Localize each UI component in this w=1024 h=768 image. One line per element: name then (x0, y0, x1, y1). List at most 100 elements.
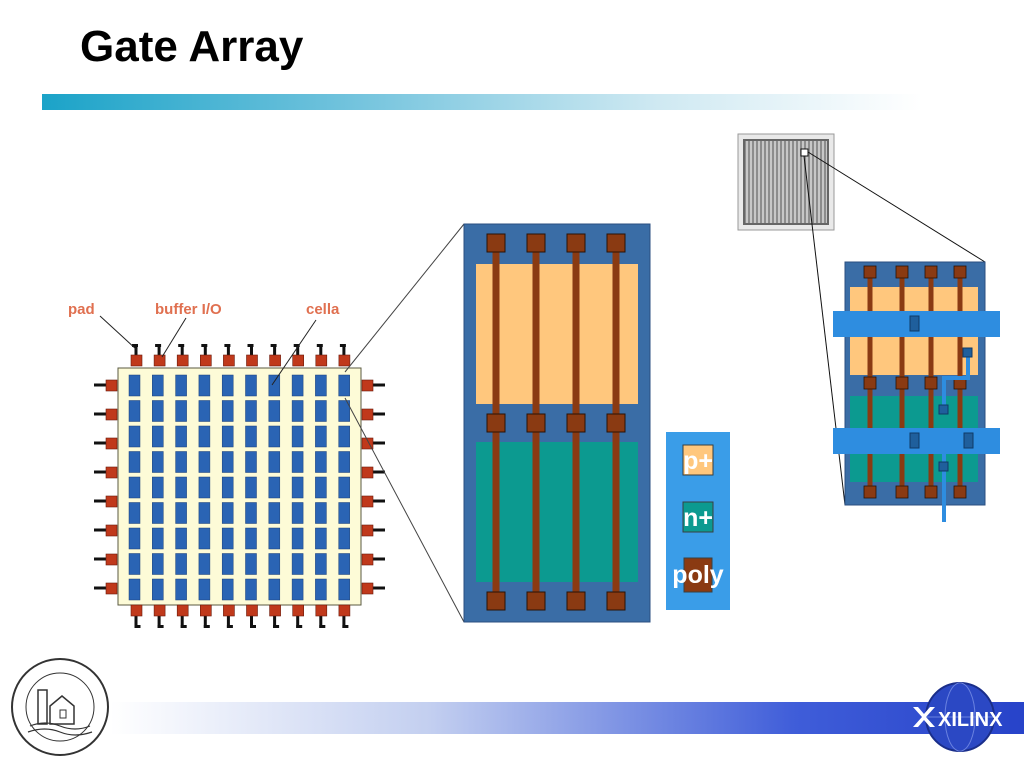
gate-cell (291, 476, 304, 499)
gate-cell (152, 527, 164, 550)
gate-contact (606, 233, 626, 253)
gate-cell (291, 578, 304, 601)
gate-cell (245, 451, 257, 473)
io-pad (315, 354, 328, 367)
n-diffusion-region (476, 442, 638, 582)
io-pad (130, 354, 143, 367)
gate-cell (152, 553, 164, 575)
io-pad (105, 582, 118, 595)
io-pin (94, 499, 106, 503)
gate-cell (152, 476, 164, 499)
io-pin (339, 344, 346, 347)
io-pad (105, 437, 118, 450)
io-pin (342, 344, 346, 356)
gate-cell (221, 425, 234, 448)
pad-leader-line (99, 315, 138, 351)
gate-cell (175, 553, 187, 575)
gate-contact (895, 376, 909, 390)
cell-leader-line (271, 319, 317, 386)
gate-contact (486, 591, 506, 611)
io-pin (94, 557, 106, 561)
gate-cell (128, 527, 141, 550)
gate-cell (245, 553, 257, 575)
gate-cell (221, 527, 234, 550)
xilinx-logo: XILINX (913, 682, 1003, 752)
gate-cell (175, 425, 187, 448)
gate-cell (315, 476, 327, 499)
gate-cell (268, 502, 281, 524)
gate-cell (245, 476, 257, 499)
io-pin (250, 625, 256, 628)
io-pin (270, 344, 277, 347)
gate-cell (291, 374, 304, 397)
metal-wire-upper (942, 352, 970, 408)
io-pins (94, 344, 385, 628)
io-pin (373, 383, 385, 387)
legend-swatch-poly (683, 557, 713, 593)
io-pin (94, 470, 106, 474)
io-pin (180, 616, 184, 628)
title-underline (42, 94, 922, 110)
io-pin (155, 344, 162, 347)
gate-cell (221, 502, 234, 524)
io-pin (132, 344, 138, 347)
gate-cell (291, 553, 304, 575)
io-pin (319, 344, 323, 356)
io-pad (246, 354, 258, 367)
io-pin (316, 344, 323, 347)
io-pin (224, 344, 231, 347)
io-pin (134, 616, 138, 628)
io-pad (105, 466, 118, 479)
legend-n-plus-text: n+ (683, 504, 713, 532)
io-pin (94, 383, 106, 387)
gate-cell (175, 451, 187, 473)
gate-cell (128, 425, 141, 448)
gate-cell (128, 578, 141, 601)
gate-cell (245, 425, 257, 448)
io-pin (273, 344, 277, 356)
gate-contact (526, 413, 546, 433)
io-pad (105, 379, 118, 392)
gate-cell (268, 578, 281, 601)
io-pin (94, 412, 106, 416)
io-pin (273, 616, 277, 628)
gate-contact (924, 376, 938, 390)
io-pin (250, 616, 253, 628)
gate-contact (924, 265, 938, 279)
io-pad (105, 553, 118, 566)
gate-cell (315, 451, 327, 473)
gate-cell (175, 400, 187, 422)
gate-cell (291, 400, 304, 422)
io-pin (157, 616, 161, 628)
io-pin (319, 625, 326, 628)
io-pad (315, 604, 328, 617)
io-pad (176, 604, 189, 617)
io-pin (273, 625, 280, 628)
metallized-cell-view (833, 261, 1000, 522)
gate-contact (863, 485, 877, 499)
gate-cell (338, 553, 350, 575)
cell-grid (128, 374, 350, 601)
gate-contact (895, 485, 909, 499)
gate-cell (198, 502, 211, 524)
gate-cell (268, 527, 281, 550)
gate-cell (175, 578, 187, 601)
io-pad (223, 604, 235, 617)
io-pad (105, 408, 118, 421)
gate-cell (268, 476, 281, 499)
gate-cell (315, 527, 327, 550)
gate-cell (268, 451, 281, 473)
gate-cell (152, 451, 164, 473)
die-zoom-marker (800, 148, 809, 157)
io-pin (373, 470, 385, 474)
io-pin (296, 625, 303, 628)
io-pad (292, 604, 305, 617)
io-pad (223, 354, 235, 367)
io-pad (361, 553, 374, 566)
io-pad (269, 604, 281, 617)
gate-cell (128, 451, 141, 473)
gate-cell (268, 374, 281, 397)
gate-cell (338, 502, 350, 524)
footer-gradient-bar (110, 702, 1024, 734)
